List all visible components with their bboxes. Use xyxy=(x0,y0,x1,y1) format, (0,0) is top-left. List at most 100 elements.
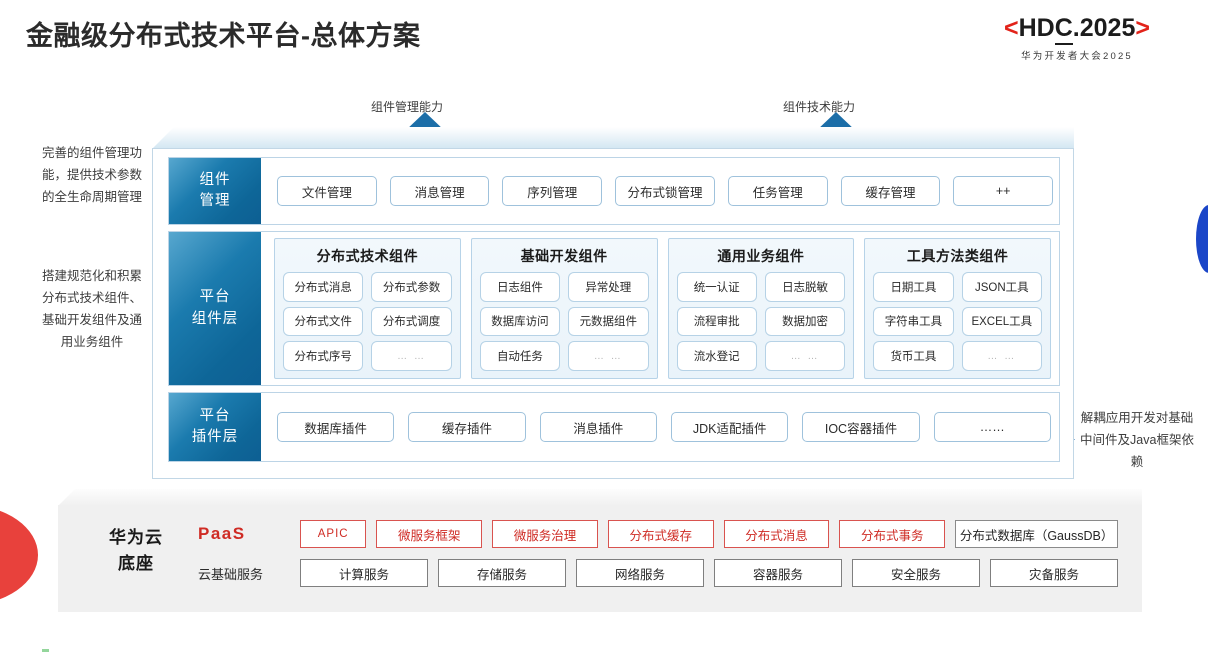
green-mark-decoration xyxy=(42,649,49,652)
left-annotation-1: 完善的组件管理功能，提供技术参数的全生命周期管理 xyxy=(41,146,142,204)
pill-sequence-management[interactable]: 序列管理 xyxy=(502,176,603,206)
layer-label-line-1: 组件 xyxy=(199,171,231,188)
base-title-line-2: 底座 xyxy=(118,554,154,574)
huawei-cloud-base: 华为云 底座 PaaS APIC 微服务框架 微服务治理 分布式缓存 分布式消息… xyxy=(58,505,1142,612)
cell-item[interactable]: 统一认证 xyxy=(676,272,757,302)
cell-item[interactable]: 分布式调度 xyxy=(371,306,452,337)
cell-item[interactable]: 流程审批 xyxy=(676,306,757,337)
page-title: 金融级分布式技术平台-总体方案 xyxy=(26,21,421,51)
chip-security-service[interactable]: 安全服务 xyxy=(852,559,980,587)
pill-database-plugin[interactable]: 数据库插件 xyxy=(277,412,395,442)
chip-distributed-cache[interactable]: 分布式缓存 xyxy=(607,520,714,548)
chip-network-service[interactable]: 网络服务 xyxy=(576,559,704,587)
group-title: 通用业务组件 xyxy=(717,248,805,264)
chip-microservice-framework[interactable]: 微服务框架 xyxy=(376,520,483,548)
pill-more[interactable]: ++ xyxy=(953,176,1054,206)
cell-item[interactable]: 分布式文件 xyxy=(283,306,364,337)
hdc-logo-main: <HDC.2025> xyxy=(962,14,1192,45)
hdc-logo: <HDC.2025> 华为开发者大会2025 xyxy=(962,14,1192,62)
cell-item[interactable]: JSON工具 xyxy=(961,272,1042,302)
logo-bracket-left-icon: < xyxy=(1004,14,1019,42)
arrow-label-component-management: 组件管理能力 xyxy=(371,100,444,114)
cell-item[interactable]: 异常处理 xyxy=(568,272,649,302)
cell-item[interactable]: 元数据组件 xyxy=(568,306,649,337)
group-title: 工具方法类组件 xyxy=(906,248,1009,264)
cell-item[interactable]: 分布式消息 xyxy=(283,272,364,302)
plugin-items: 数据库插件 缓存插件 消息插件 JDK适配插件 IOC容器插件 …… xyxy=(277,393,1051,461)
cell-item-more[interactable]: … … xyxy=(568,341,649,371)
pill-cache-management[interactable]: 缓存管理 xyxy=(840,176,941,206)
cell-item[interactable]: 字符串工具 xyxy=(873,306,954,337)
cloud-services-label: 云基础服务 xyxy=(198,566,264,582)
arrow-label-component-technology: 组件技术能力 xyxy=(783,100,856,114)
group-cells: 日期工具 JSON工具 字符串工具 EXCEL工具 货币工具 … … xyxy=(873,272,1042,371)
hdc-logo-subtitle: 华为开发者大会2025 xyxy=(1021,51,1133,62)
chip-container-service[interactable]: 容器服务 xyxy=(714,559,842,587)
pill-task-management[interactable]: 任务管理 xyxy=(727,176,828,206)
cell-item-more[interactable]: … … xyxy=(961,341,1042,371)
component-group-basic-development: 基础开发组件 日志组件 异常处理 数据库访问 元数据组件 自动任务 … … xyxy=(470,238,658,379)
cell-item[interactable]: 货币工具 xyxy=(873,341,954,371)
pill-cache-plugin[interactable]: 缓存插件 xyxy=(408,412,526,442)
platform-stack: 组件 管理 文件管理 消息管理 序列管理 分布式锁管理 任务管理 缓存管理 ++… xyxy=(152,148,1074,479)
component-group-general-business: 通用业务组件 统一认证 日志脱敏 流程审批 数据加密 流水登记 … … xyxy=(667,238,855,379)
cell-item-more[interactable]: … … xyxy=(764,341,846,371)
layer-label-platform-plugin: 平台 插件层 xyxy=(169,393,261,461)
base-top-bevel xyxy=(58,489,1142,506)
cell-item[interactable]: 自动任务 xyxy=(479,341,561,371)
stack-top-bevel xyxy=(152,127,1074,149)
pill-ioc-container-plugin[interactable]: IOC容器插件 xyxy=(802,412,920,442)
chip-microservice-governance[interactable]: 微服务治理 xyxy=(492,520,598,548)
chip-apic[interactable]: APIC xyxy=(300,520,367,548)
chip-storage-service[interactable]: 存储服务 xyxy=(438,559,566,587)
cell-item[interactable]: 日期工具 xyxy=(873,272,954,302)
pill-message-plugin[interactable]: 消息插件 xyxy=(539,412,657,442)
paas-label: PaaS xyxy=(198,524,246,543)
group-cells: 日志组件 异常处理 数据库访问 元数据组件 自动任务 … … xyxy=(479,272,649,371)
chip-distributed-database-gaussdb[interactable]: 分布式数据库（GaussDB） xyxy=(955,520,1118,548)
cell-item[interactable]: 分布式序号 xyxy=(283,341,364,371)
pill-message-management[interactable]: 消息管理 xyxy=(389,176,490,206)
pill-distributed-lock-management[interactable]: 分布式锁管理 xyxy=(615,176,715,206)
base-row-paas: PaaS APIC 微服务框架 微服务治理 分布式缓存 分布式消息 分布式事务 … xyxy=(198,519,1118,549)
layer-label-component-management: 组件 管理 xyxy=(169,158,261,224)
group-cells: 分布式消息 分布式参数 分布式文件 分布式调度 分布式序号 … … xyxy=(283,272,452,371)
blue-lens-decoration xyxy=(1196,205,1208,273)
layer-label-line-2: 管理 xyxy=(199,193,231,209)
group-title: 分布式技术组件 xyxy=(316,248,419,264)
chip-distributed-message[interactable]: 分布式消息 xyxy=(723,520,830,548)
layer-label-line-2: 插件层 xyxy=(191,429,239,445)
logo-bracket-right-icon: > xyxy=(1135,14,1150,42)
base-title-line-1: 华为云 xyxy=(109,528,163,547)
component-group-distributed-tech: 分布式技术组件 分布式消息 分布式参数 分布式文件 分布式调度 分布式序号 … … xyxy=(274,238,461,379)
cell-item[interactable]: 日志脱敏 xyxy=(764,272,846,302)
left-annotation-2: 搭建规范化和积累分布式技术组件、基础开发组件及通用业务组件 xyxy=(41,269,142,349)
chip-compute-service[interactable]: 计算服务 xyxy=(300,559,428,587)
pill-jdk-adapter-plugin[interactable]: JDK适配插件 xyxy=(670,412,789,442)
cell-item[interactable]: 数据库访问 xyxy=(479,306,561,337)
layer-label-platform-component: 平台 组件层 xyxy=(169,232,261,385)
pill-file-management[interactable]: 文件管理 xyxy=(277,176,377,206)
base-row-cloud-services: 云基础服务 计算服务 存储服务 网络服务 容器服务 安全服务 灾备服务 xyxy=(198,558,1118,588)
cell-item[interactable]: EXCEL工具 xyxy=(961,306,1042,337)
row-component-management: 组件 管理 文件管理 消息管理 序列管理 分布式锁管理 任务管理 缓存管理 ++ xyxy=(168,157,1060,225)
logo-text-c: C xyxy=(1054,14,1073,45)
pill-plugin-more[interactable]: …… xyxy=(933,412,1051,442)
group-title: 基础开发组件 xyxy=(520,248,608,264)
chip-disaster-recovery-service[interactable]: 灾备服务 xyxy=(990,559,1118,587)
group-cells: 统一认证 日志脱敏 流程审批 数据加密 流水登记 … … xyxy=(676,272,846,371)
right-annotation-1: 解耦应用开发对基础中间件及Java框架依赖 xyxy=(1080,411,1194,469)
cell-item[interactable]: 分布式参数 xyxy=(371,272,452,302)
cell-item[interactable]: 流水登记 xyxy=(676,341,757,371)
logo-text-hd: HD xyxy=(1018,14,1055,42)
cell-item-more[interactable]: … … xyxy=(371,341,452,371)
row-platform-component-layer: 平台 组件层 分布式技术组件 分布式消息 分布式参数 分布式文件 分布式调度 分… xyxy=(168,231,1060,386)
layer-label-line-2: 组件层 xyxy=(191,310,239,327)
cell-item[interactable]: 日志组件 xyxy=(479,272,561,302)
cell-item[interactable]: 数据加密 xyxy=(764,306,846,337)
chip-distributed-transaction[interactable]: 分布式事务 xyxy=(839,520,946,548)
component-group-tool-method: 工具方法类组件 日期工具 JSON工具 字符串工具 EXCEL工具 货币工具 …… xyxy=(864,238,1051,379)
base-rows: PaaS APIC 微服务框架 微服务治理 分布式缓存 分布式消息 分布式事务 … xyxy=(198,519,1118,598)
base-title: 华为云 底座 xyxy=(80,525,192,578)
layer-label-line-1: 平台 xyxy=(199,289,231,306)
